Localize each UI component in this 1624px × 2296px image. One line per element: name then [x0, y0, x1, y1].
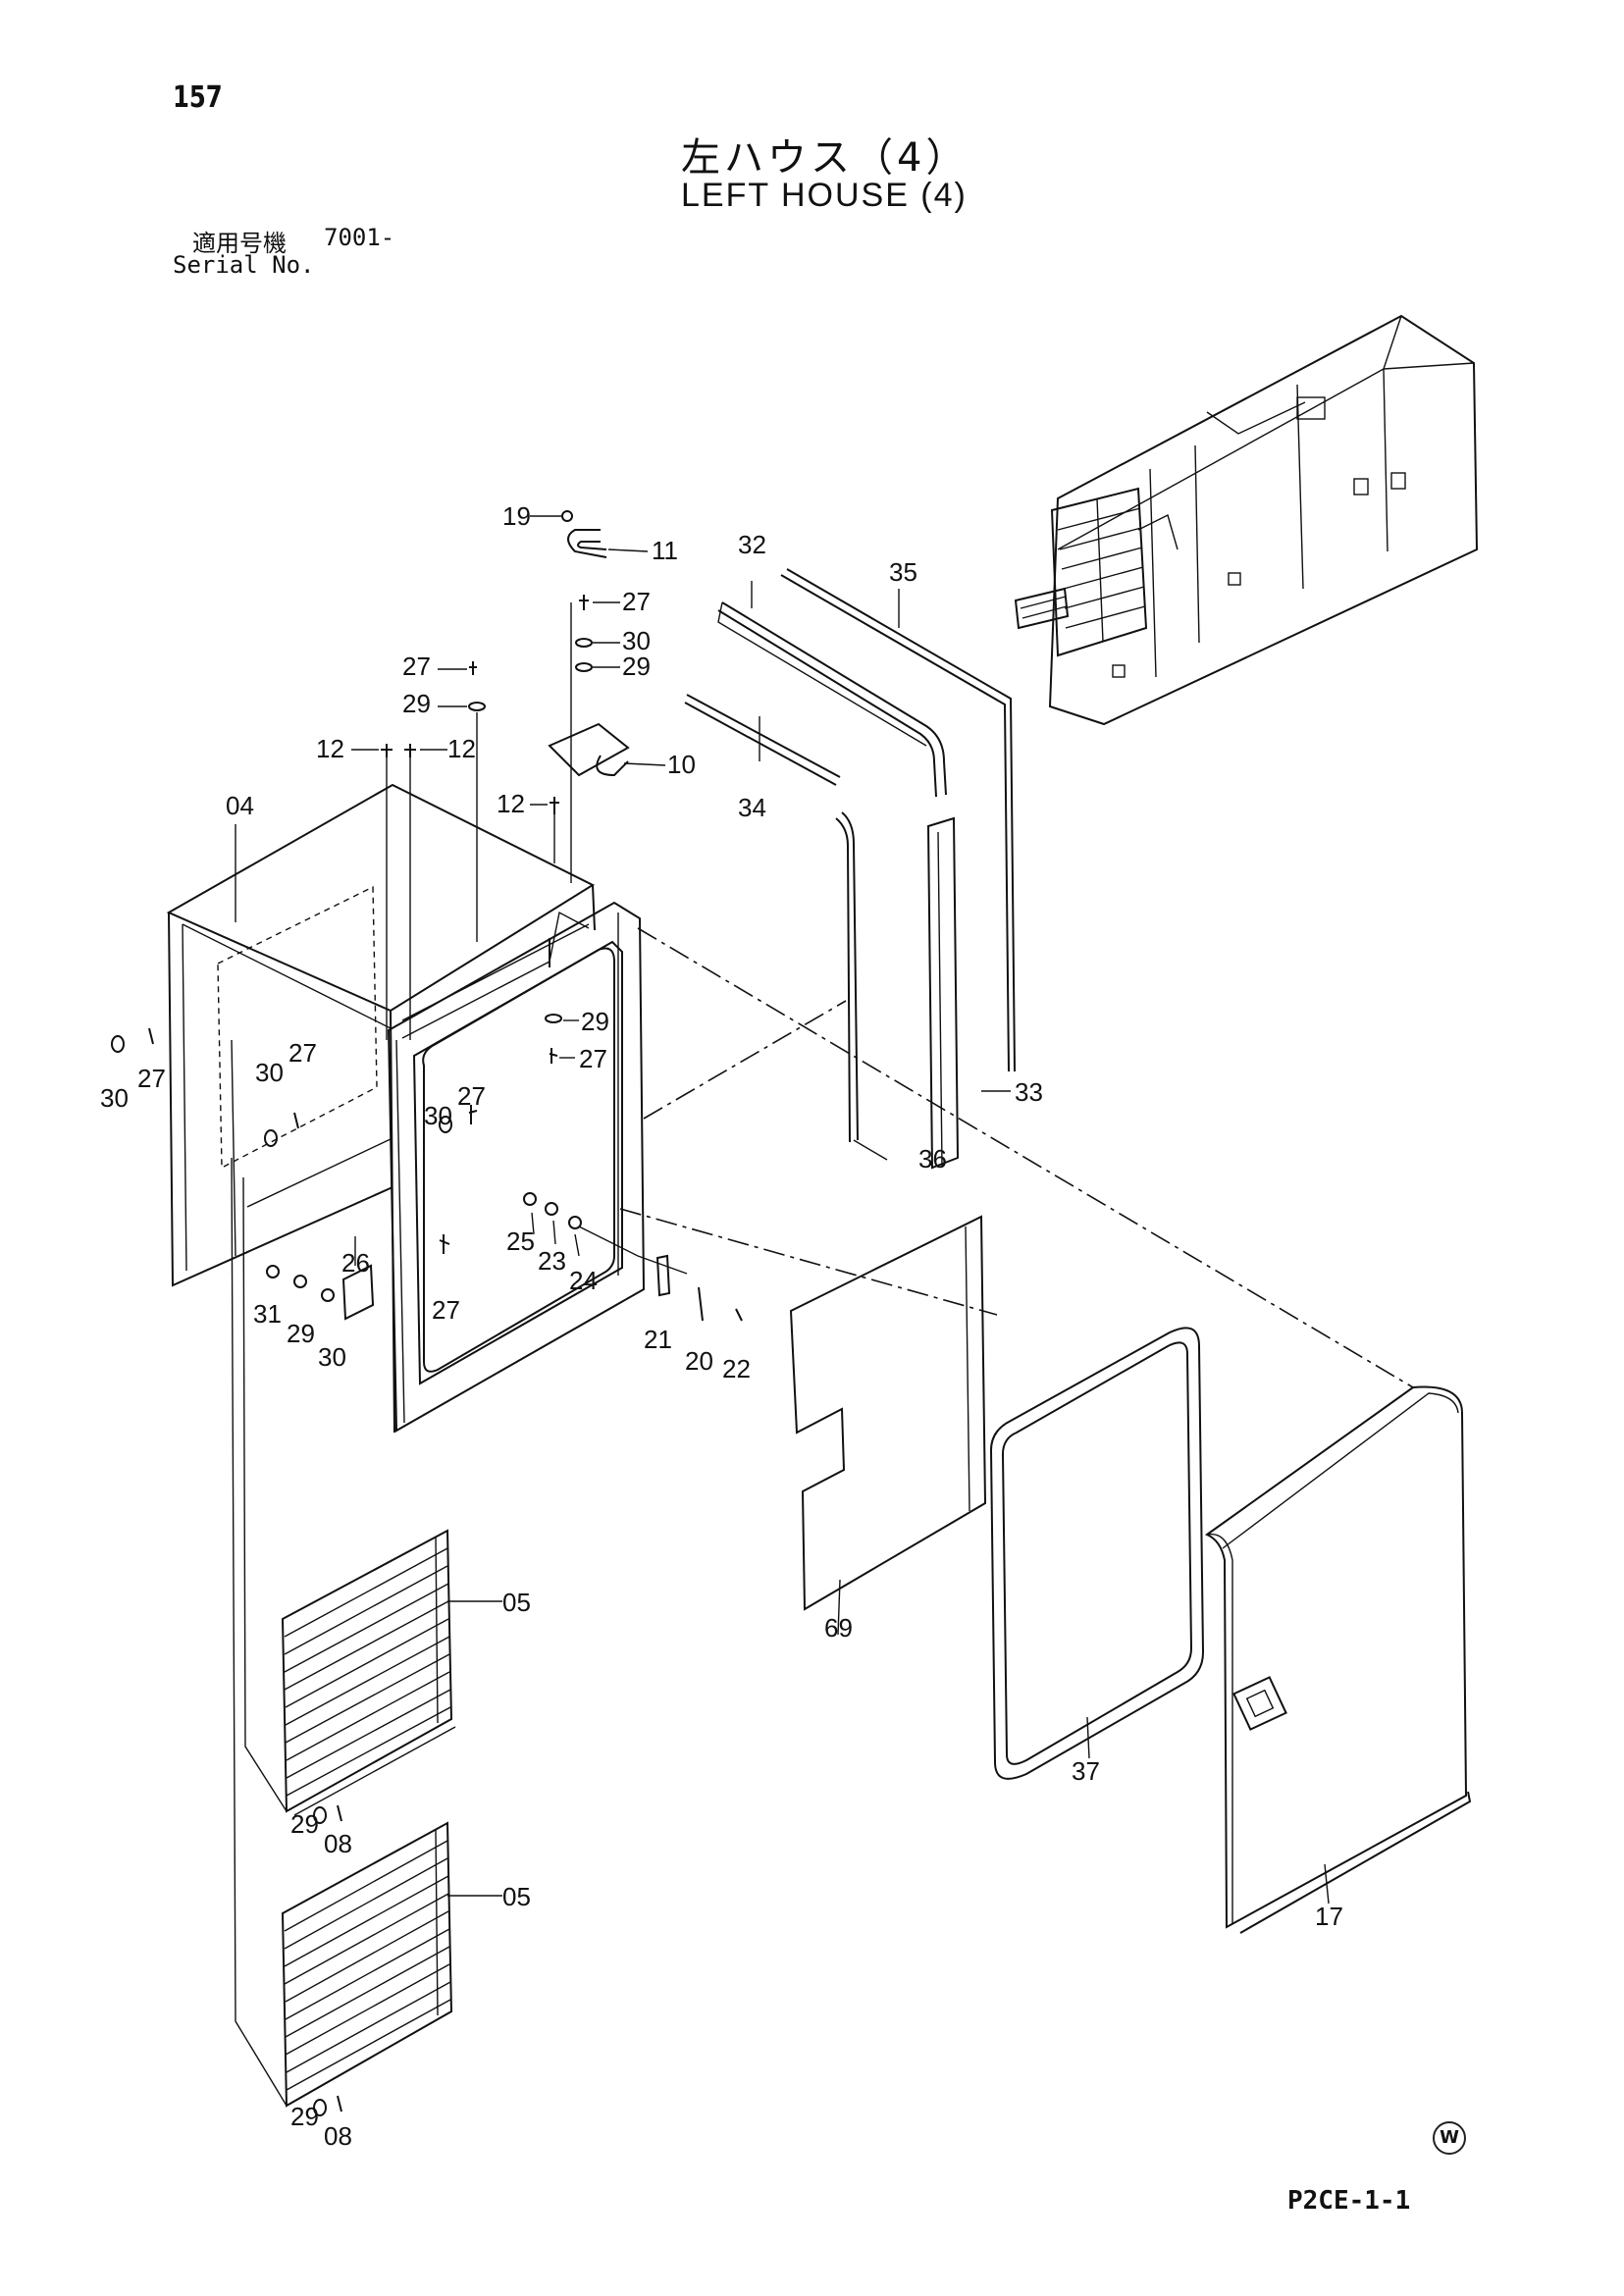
louvers	[231, 1157, 502, 2116]
callout-12: 12	[447, 734, 476, 763]
callout-23: 23	[538, 1246, 566, 1276]
callout-08: 08	[324, 2121, 352, 2151]
callout-04: 04	[226, 791, 254, 820]
callout-29: 29	[622, 652, 651, 681]
page-title-english: LEFT HOUSE (4)	[681, 177, 968, 214]
serial-label-english: Serial No.	[173, 251, 315, 279]
assembly-lines	[619, 927, 1414, 1388]
page-title-japanese: 左ハウス（4）	[681, 135, 969, 181]
callout-11: 11	[652, 536, 678, 565]
callout-19: 19	[502, 501, 531, 531]
callout-27: 27	[137, 1064, 166, 1093]
page-number: 157	[173, 80, 223, 115]
callout-26: 26	[341, 1248, 370, 1278]
door-seal-37	[989, 1327, 1205, 1780]
door-frame	[387, 901, 646, 1433]
callout-17: 17	[1315, 1902, 1343, 1931]
callout-30: 30	[424, 1101, 452, 1130]
callout-22: 22	[722, 1354, 751, 1383]
door-17	[1204, 1385, 1472, 1934]
callout-33: 33	[1015, 1077, 1043, 1107]
callout-29: 29	[290, 1809, 319, 1839]
callout-labels: 19 11 27 30 29 27 29 12 12 10 12 04 32 3…	[100, 501, 1343, 2151]
serial-value: 7001-	[324, 224, 395, 251]
callout-12: 12	[316, 734, 344, 763]
callout-08: 08	[324, 1829, 352, 1858]
callout-27: 27	[457, 1081, 486, 1111]
door-hardware	[111, 938, 743, 1322]
callout-29: 29	[581, 1007, 609, 1036]
insulation-panel-69	[789, 1215, 987, 1611]
callout-05: 05	[502, 1588, 531, 1617]
callout-32: 32	[738, 530, 766, 559]
callout-30: 30	[622, 626, 651, 655]
callout-36: 36	[918, 1144, 947, 1174]
callout-25: 25	[506, 1226, 535, 1256]
callout-24: 24	[569, 1266, 598, 1295]
callout-10: 10	[667, 750, 696, 779]
callout-27: 27	[402, 652, 431, 681]
callout-30: 30	[318, 1342, 346, 1372]
callout-12: 12	[497, 789, 525, 818]
page-code: P2CE-1-1	[1287, 2186, 1411, 2216]
callout-35: 35	[889, 557, 917, 587]
machine-overview	[1014, 314, 1479, 726]
callout-27: 27	[288, 1038, 317, 1068]
callout-29: 29	[402, 689, 431, 718]
seals	[684, 568, 1016, 1170]
callout-05: 05	[502, 1882, 531, 1911]
callout-27: 27	[432, 1295, 460, 1325]
callout-29: 29	[287, 1319, 315, 1348]
callout-21: 21	[644, 1325, 672, 1354]
w-mark: W	[1433, 2121, 1466, 2155]
callout-30: 30	[255, 1058, 284, 1087]
callout-37: 37	[1072, 1756, 1100, 1786]
callout-34: 34	[738, 793, 766, 822]
callout-29: 29	[290, 2102, 319, 2131]
callout-30: 30	[100, 1083, 129, 1113]
callout-20: 20	[685, 1346, 713, 1376]
callout-69: 69	[824, 1613, 853, 1643]
callout-27: 27	[579, 1044, 607, 1073]
callout-27: 27	[622, 587, 651, 616]
serial-label-japanese: 適用号機	[192, 230, 287, 257]
leader-lines	[235, 581, 1330, 1905]
callout-31: 31	[253, 1299, 282, 1329]
